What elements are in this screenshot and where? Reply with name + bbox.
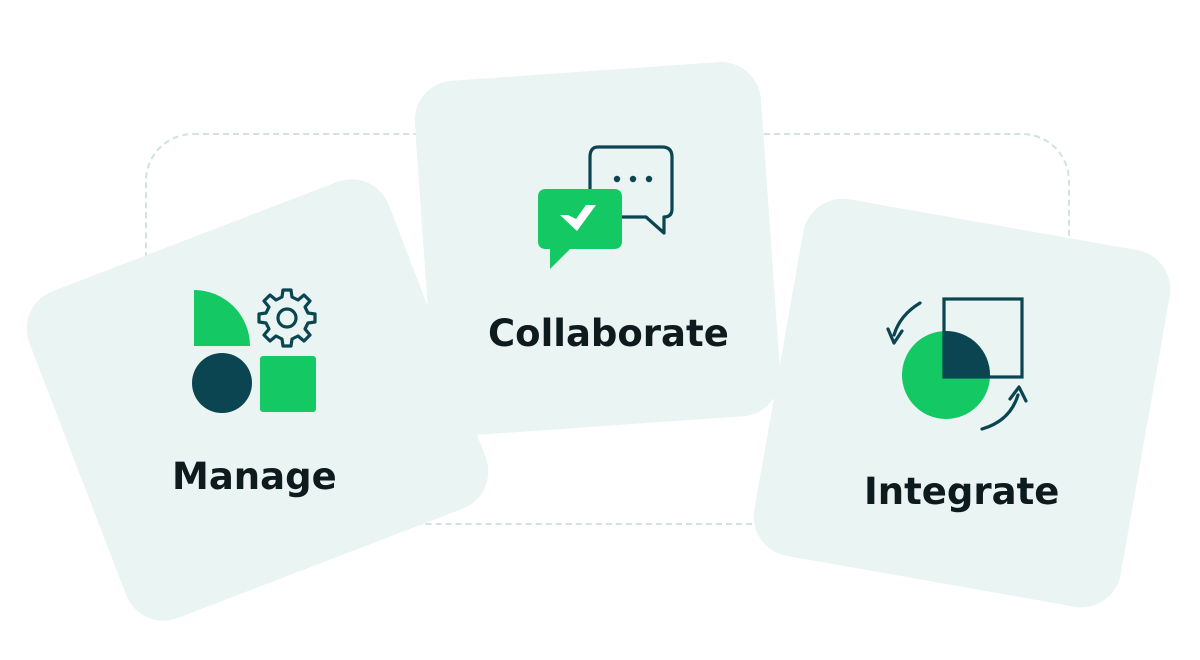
circle-square-sync-icon: [886, 297, 1028, 431]
collaborate-label: Collaborate: [488, 312, 729, 355]
integrate-label: Integrate: [864, 470, 1060, 513]
shapes-gear-icon: [192, 288, 317, 413]
chat-bubbles-icon: [538, 145, 674, 269]
manage-label: Manage: [172, 455, 337, 498]
